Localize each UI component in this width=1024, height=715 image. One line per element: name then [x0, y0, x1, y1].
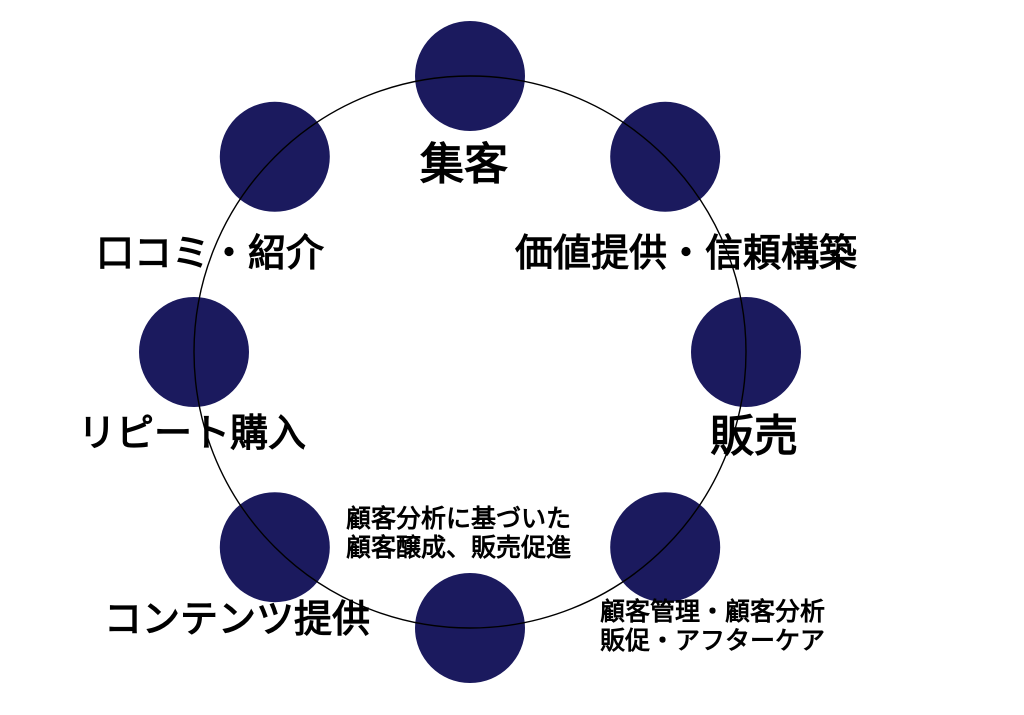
- step-label-customer-management: 顧客管理・顧客分析 販促・アフターケア: [600, 597, 826, 655]
- step-label-sales: 販売: [710, 411, 798, 462]
- step-label-content-provision: コンテンツ提供: [104, 597, 371, 641]
- step-label-repeat-purchase: リピート購入: [78, 411, 307, 455]
- nodes-layer: [139, 21, 801, 683]
- step-label-customer-nurturing: 顧客分析に基づいた 顧客醸成、販売促進: [346, 504, 572, 562]
- step-label-word-of-mouth: 口コミ・紹介: [96, 231, 325, 275]
- cycle-ring: [193, 75, 747, 629]
- step-label-acquisition: 集客: [420, 139, 508, 190]
- step-label-value-trust: 価値提供・信頼構築: [515, 231, 858, 275]
